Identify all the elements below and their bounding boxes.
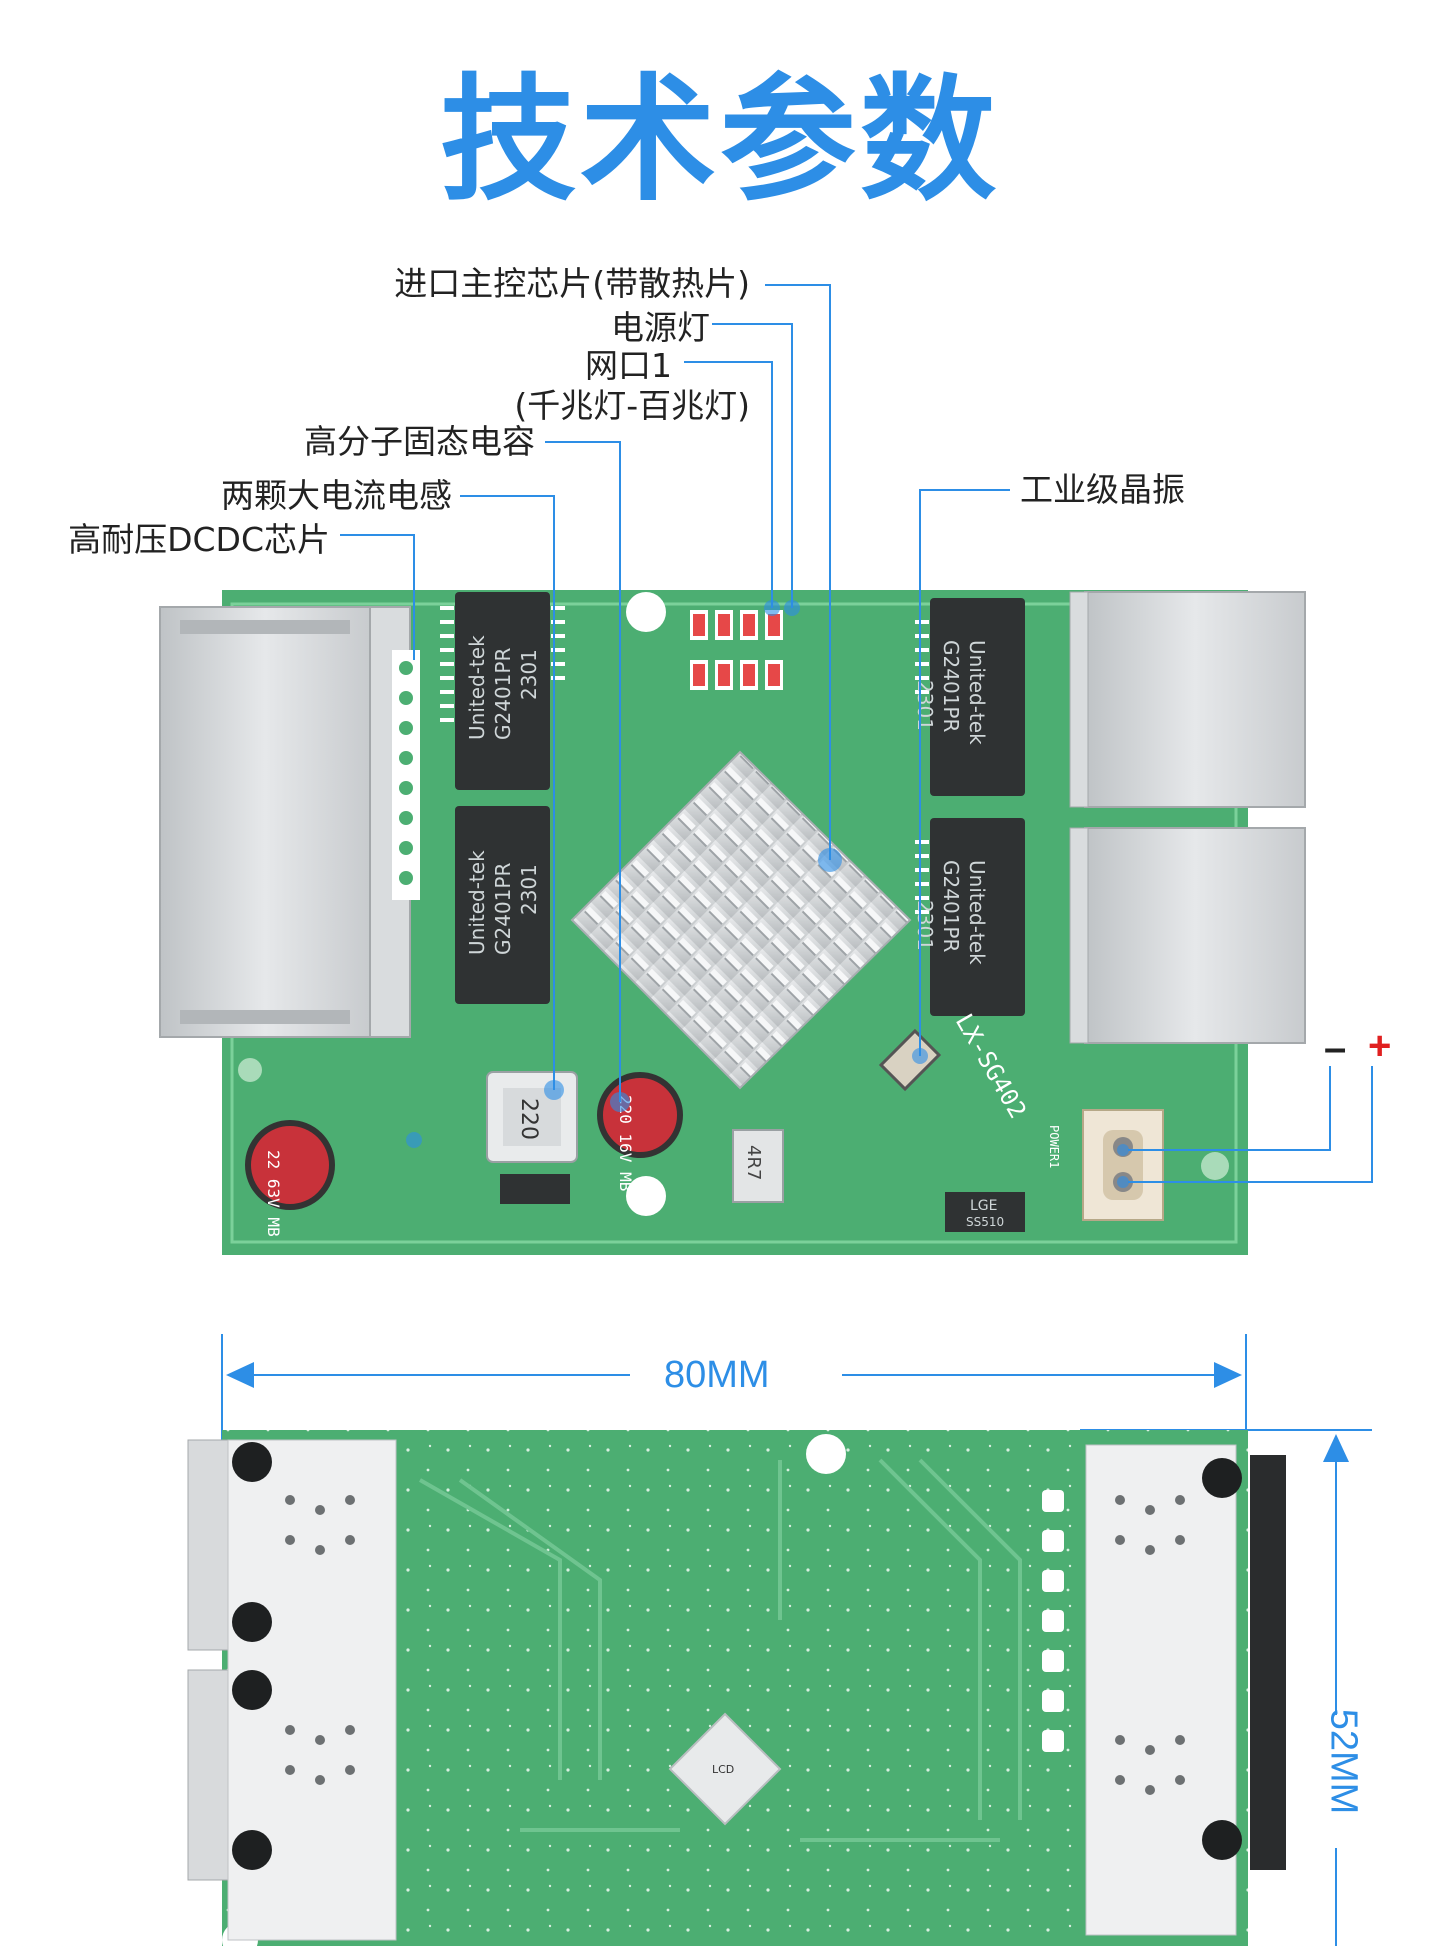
callout-power-led: 电源灯 [611,308,710,347]
svg-text:22 63V MB: 22 63V MB [264,1150,283,1237]
plus-sign: + [1368,1024,1392,1068]
transformer-part-2: G2401PR [491,863,515,955]
led-array [690,610,783,690]
transformer-brand-3: United-tek [965,640,989,745]
transformer-brand-1: United-tek [465,635,489,740]
callout-inductor: 两颗大电流电感 [221,476,452,515]
power-label: POWER1 [1047,1125,1061,1168]
width-dimension-label: 80MM [664,1354,770,1396]
diode-part: SS510 [966,1215,1004,1229]
power-inductor: 220 [486,1071,578,1163]
svg-text:220 16V MB: 220 16V MB [616,1095,635,1191]
bottom-pcb: LCD [187,1430,1286,1946]
transformer-brand-2: United-tek [465,850,489,955]
callout-lines [340,284,1373,1183]
transformer-part-3: G2401PR [939,640,963,732]
crystal-oscillator [878,1028,942,1092]
power-connector [1082,1109,1164,1221]
callout-crystal: 工业级晶振 [1020,470,1185,509]
small-inductor-value: 4R7 [743,1145,764,1180]
callout-capacitor: 高分子固态电容 [304,422,535,461]
page-title: 技术参数 [440,62,1000,220]
callout-port1-subtitle: (千兆灯-百兆灯) [514,386,750,425]
diode-brand: LGE [970,1198,998,1214]
transformer-date-1: 2301 [517,649,541,700]
heatsink [570,750,912,1090]
minus-sign: – [1324,1026,1347,1070]
transformer-part-1: G2401PR [491,648,515,740]
transformer-part-4: G2401PR [939,860,963,952]
transformer-brand-4: United-tek [965,860,989,965]
transformer-chips [440,592,1025,1016]
top-pcb: United-tek G2401PR 2301 United-tek G2401… [159,590,1306,1255]
transformer-date-2: 2301 [517,864,541,915]
bottom-chip-label: LCD [712,1763,734,1776]
callout-dcdc: 高耐压DCDC芯片 [68,520,330,559]
callout-main-chip: 进口主控芯片(带散热片) [394,264,750,303]
transformer-date-3: 2301 [913,680,937,731]
transformer-date-4: 2301 [913,900,937,951]
callout-port1-title: 网口1 [585,346,672,385]
inductor-value: 220 [516,1098,541,1140]
